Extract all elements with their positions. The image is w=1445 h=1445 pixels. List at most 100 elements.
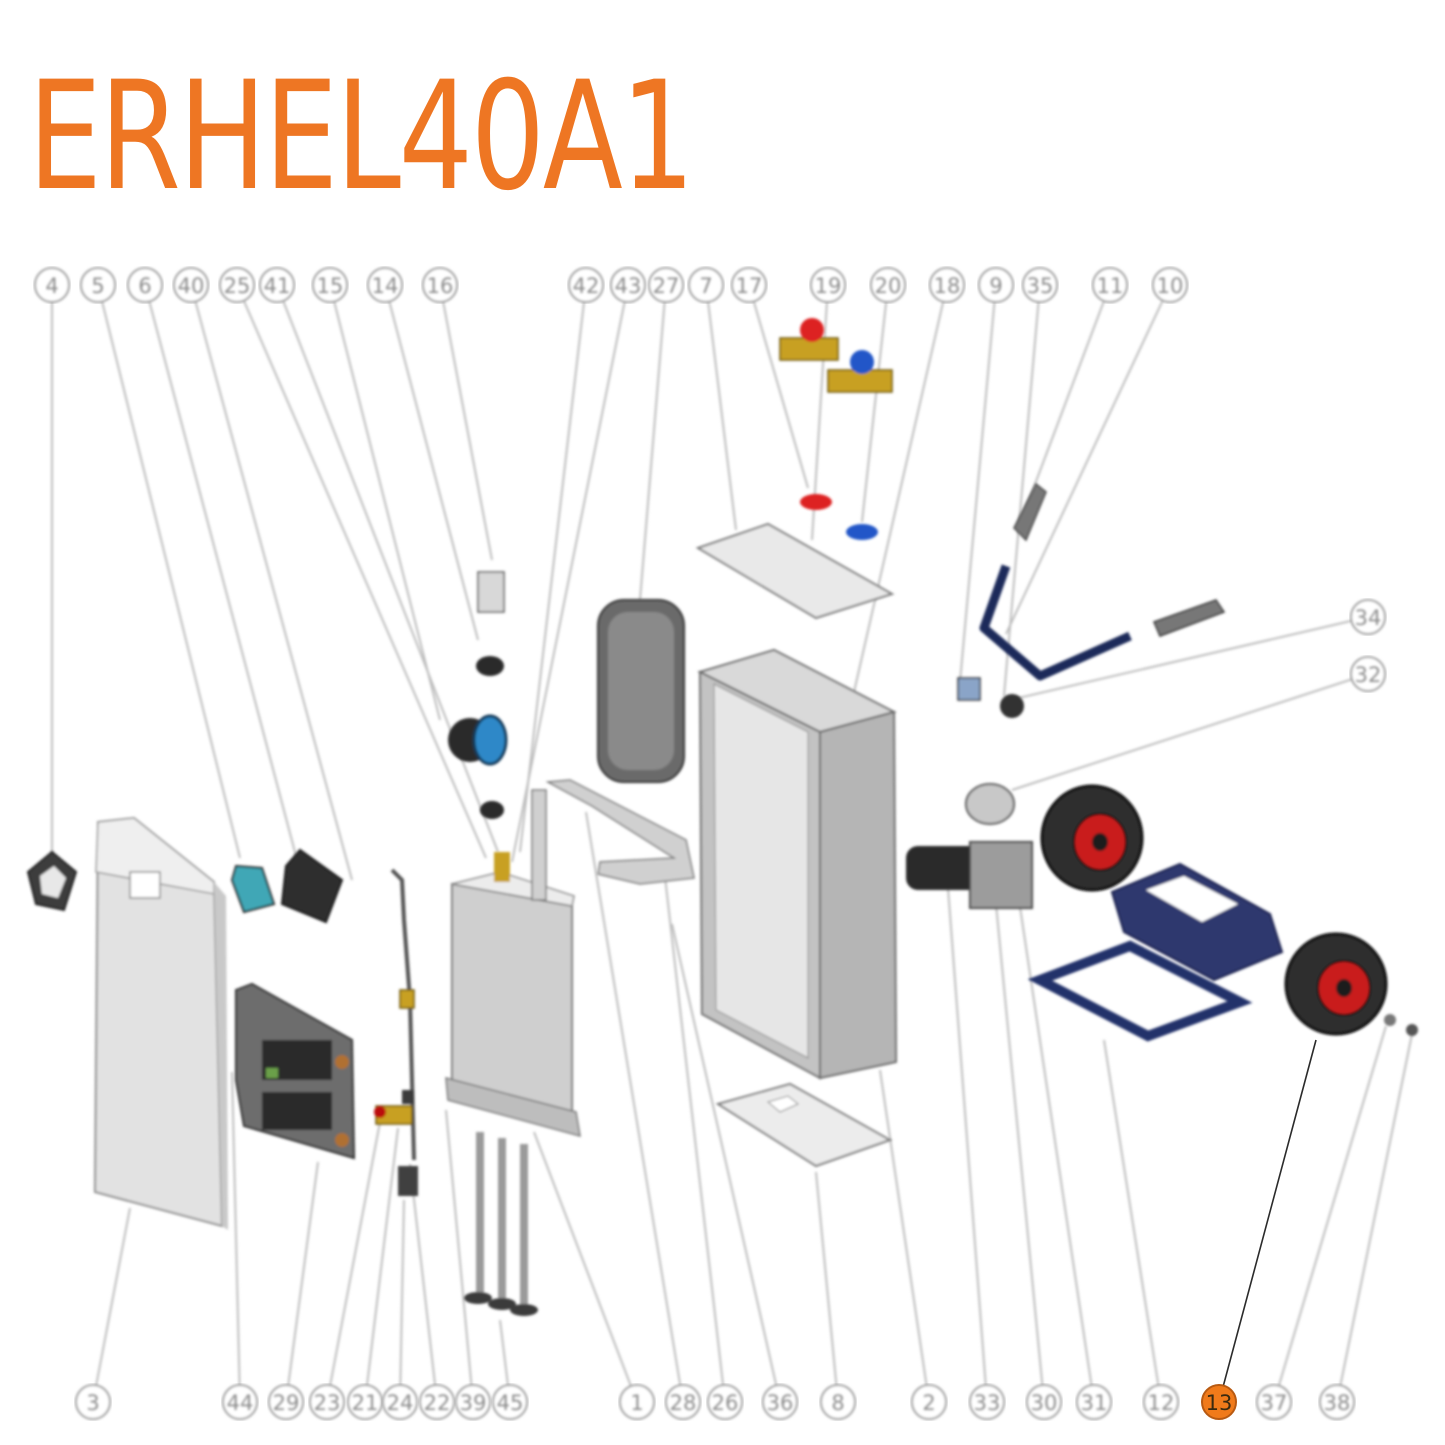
callout-6[interactable]: 6 (127, 267, 163, 303)
bottom-plate (715, 1082, 893, 1168)
electronic-board (235, 982, 356, 1160)
callout-39[interactable]: 39 (455, 1384, 491, 1420)
callout-41[interactable]: 41 (259, 267, 295, 303)
callout-42[interactable]: 42 (568, 267, 604, 303)
callout-8[interactable]: 8 (820, 1384, 856, 1420)
callout-32[interactable]: 32 (1350, 656, 1386, 692)
callout-circle (1143, 1384, 1179, 1420)
callout-number: 23 (314, 1391, 341, 1415)
callout-35[interactable]: 35 (1022, 267, 1058, 303)
leader-line-36 (671, 923, 781, 1403)
parts-drawing (26, 318, 1418, 1316)
callout-circle (1152, 267, 1188, 303)
callout-31[interactable]: 31 (1076, 1384, 1112, 1420)
callout-number: 12 (1148, 1391, 1175, 1415)
callout-number: 41 (264, 274, 291, 298)
callout-45[interactable]: 45 (492, 1384, 528, 1420)
callout-4[interactable]: 4 (34, 267, 70, 303)
callout-number: 4 (45, 274, 58, 298)
leader-line-13 (1218, 1039, 1317, 1403)
callout-40[interactable]: 40 (173, 267, 209, 303)
callout-30[interactable]: 30 (1026, 1384, 1062, 1420)
callout-14[interactable]: 14 (367, 267, 403, 303)
leader-line-21 (364, 1127, 399, 1403)
callout-number: 19 (815, 274, 842, 298)
callout-25[interactable]: 25 (219, 267, 255, 303)
callout-28[interactable]: 28 (665, 1384, 701, 1420)
leader-line-28 (585, 811, 684, 1403)
callout-number: 44 (227, 1391, 254, 1415)
leader-line-40 (190, 284, 353, 881)
callout-22[interactable]: 22 (419, 1384, 455, 1420)
callout-12[interactable]: 12 (1143, 1384, 1179, 1420)
callout-20[interactable]: 20 (870, 267, 906, 303)
callout-number: 26 (712, 1391, 739, 1415)
callout-18[interactable]: 18 (929, 267, 965, 303)
leader-line-20 (861, 284, 889, 523)
callout-circle (762, 1384, 798, 1420)
pressure-tube (374, 868, 418, 1196)
callout-38[interactable]: 38 (1319, 1384, 1355, 1420)
leader-line-12 (1103, 1039, 1162, 1403)
callout-number: 45 (497, 1391, 524, 1415)
callout-3[interactable]: 3 (75, 1384, 111, 1420)
leader-line-10 (1005, 284, 1171, 635)
callout-1[interactable]: 1 (619, 1384, 655, 1420)
callout-11[interactable]: 11 (1092, 267, 1128, 303)
callout-19[interactable]: 19 (810, 267, 846, 303)
callout-number: 34 (1355, 606, 1382, 630)
callout-circle (1201, 1384, 1237, 1420)
callout-29[interactable]: 29 (268, 1384, 304, 1420)
callout-number: 25 (224, 274, 251, 298)
callout-33[interactable]: 33 (969, 1384, 1005, 1420)
callout-circle (1319, 1384, 1355, 1420)
callout-37[interactable]: 37 (1256, 1384, 1292, 1420)
callout-2[interactable]: 2 (911, 1384, 947, 1420)
callout-21[interactable]: 21 (347, 1384, 383, 1420)
callout-43[interactable]: 43 (610, 267, 646, 303)
front-cover-panel (93, 816, 228, 1230)
callout-number: 9 (989, 274, 1002, 298)
callout-number: 42 (573, 274, 600, 298)
callout-number: 6 (138, 274, 151, 298)
callout-number: 2 (922, 1391, 935, 1415)
callout-9[interactable]: 9 (978, 267, 1014, 303)
callout-circle (810, 267, 846, 303)
callout-number: 20 (875, 274, 902, 298)
callout-number: 5 (91, 274, 104, 298)
callout-34[interactable]: 34 (1350, 599, 1386, 635)
callout-24[interactable]: 24 (382, 1384, 418, 1420)
callout-15[interactable]: 15 (312, 267, 348, 303)
callout-circle (309, 1384, 345, 1420)
callout-circle (80, 267, 116, 303)
circulation-pump (448, 571, 508, 819)
callout-36[interactable]: 36 (762, 1384, 798, 1420)
wheel-upper (1040, 784, 1144, 892)
callout-circle (34, 267, 70, 303)
callout-23[interactable]: 23 (309, 1384, 345, 1420)
callout-17[interactable]: 17 (731, 267, 767, 303)
leader-line-43 (511, 284, 629, 863)
leader-line-44 (231, 1071, 241, 1403)
callout-number: 30 (1031, 1391, 1058, 1415)
callout-13[interactable]: 13 (1201, 1384, 1237, 1420)
callout-number: 1 (630, 1391, 643, 1415)
callout-10[interactable]: 10 (1152, 267, 1188, 303)
callout-circle (820, 1384, 856, 1420)
leader-line-25 (236, 284, 487, 859)
callout-circle (1022, 267, 1058, 303)
callout-circle (268, 1384, 304, 1420)
callout-number: 27 (653, 274, 680, 298)
callout-44[interactable]: 44 (222, 1384, 258, 1420)
callout-number: 15 (317, 274, 344, 298)
callout-5[interactable]: 5 (80, 267, 116, 303)
leader-line-29 (285, 1161, 319, 1403)
callout-26[interactable]: 26 (707, 1384, 743, 1420)
callout-7[interactable]: 7 (688, 267, 724, 303)
leader-line-37 (1273, 1025, 1387, 1403)
leader-line-9 (959, 284, 997, 683)
callout-27[interactable]: 27 (648, 267, 684, 303)
callout-number: 10 (1157, 274, 1184, 298)
callout-16[interactable]: 16 (422, 267, 458, 303)
